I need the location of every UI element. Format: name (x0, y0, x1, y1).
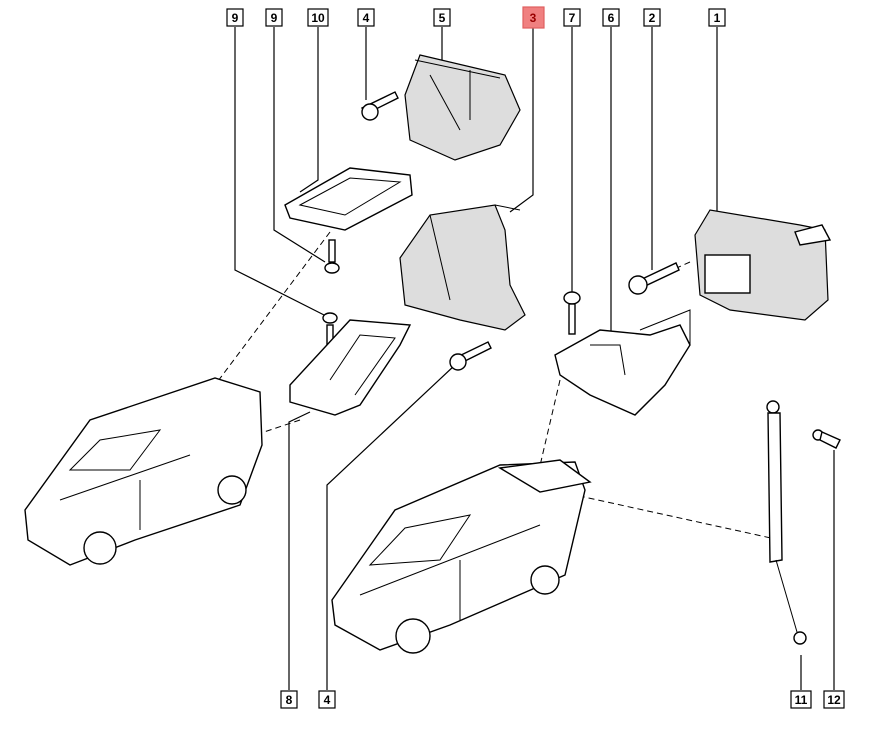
part-4-bolt-2 (449, 341, 492, 371)
svg-text:5: 5 (439, 11, 446, 25)
svg-text:11: 11 (795, 693, 808, 707)
part-4-bolt (360, 91, 399, 121)
part-label-12[interactable]: 12 (823, 690, 845, 709)
part-2-bolt (628, 262, 680, 295)
svg-text:6: 6 (608, 11, 615, 25)
part-5-lock (404, 54, 521, 161)
part-9-screw (322, 239, 340, 348)
part-label-10[interactable]: 10 (307, 8, 329, 27)
part-10-bracket (284, 167, 413, 231)
part-3-cover (399, 204, 526, 331)
part-label-4-bottom[interactable]: 4 (318, 690, 336, 709)
part-label-1[interactable]: 1 (708, 8, 726, 27)
part-label-9b[interactable]: 9 (265, 8, 283, 27)
svg-text:1: 1 (714, 11, 721, 25)
part-6-bracket (554, 309, 691, 416)
part-label-6[interactable]: 6 (602, 8, 620, 27)
svg-text:7: 7 (569, 11, 576, 25)
leader-lines (234, 27, 835, 690)
svg-text:8: 8 (286, 693, 293, 707)
part-12-ball-stud (812, 429, 841, 449)
part-1-lock (694, 209, 832, 321)
part-label-7[interactable]: 7 (563, 8, 581, 27)
svg-text:2: 2 (649, 11, 656, 25)
part-label-9[interactable]: 9 (226, 8, 244, 27)
part-7-screw (563, 291, 581, 335)
part-label-8[interactable]: 8 (280, 690, 298, 709)
svg-text:3: 3 (530, 11, 537, 25)
svg-text:9: 9 (271, 11, 278, 25)
part-label-3-selected[interactable]: 3 (522, 6, 545, 29)
part-label-2[interactable]: 2 (643, 8, 661, 27)
part-label-4[interactable]: 4 (357, 8, 375, 27)
vehicle-left (24, 377, 263, 566)
svg-text:9: 9 (232, 11, 239, 25)
vehicle-right (331, 459, 592, 654)
part-label-11[interactable]: 11 (790, 690, 812, 709)
part-8-striker (289, 319, 412, 416)
svg-text:10: 10 (311, 11, 325, 25)
part-label-5[interactable]: 5 (433, 8, 451, 27)
svg-text:4: 4 (363, 11, 370, 25)
svg-text:4: 4 (324, 693, 331, 707)
part-11-gas-strut (766, 400, 807, 645)
svg-text:12: 12 (827, 693, 841, 707)
